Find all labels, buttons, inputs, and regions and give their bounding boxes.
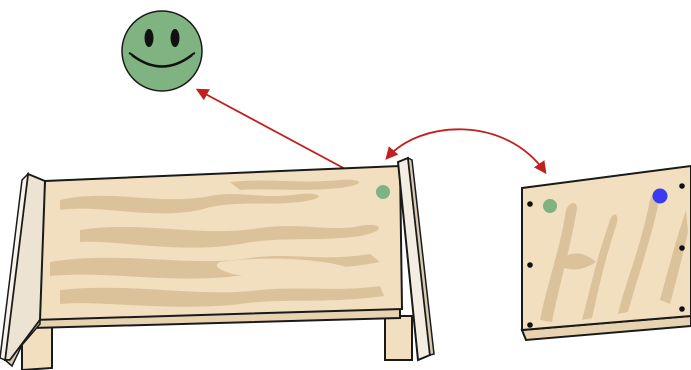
side-panel: [520, 164, 691, 342]
side-panel-marker-green: [543, 199, 557, 213]
side-panel-grain: [540, 191, 688, 322]
hole-icon: [527, 201, 533, 207]
smiley-face-icon: [121, 10, 203, 92]
right-leg: [384, 315, 413, 361]
bench-assembly: [0, 156, 435, 370]
hole-icon: [679, 245, 685, 251]
curved-arrow: [385, 128, 547, 175]
hole-icon: [527, 322, 533, 328]
hole-icon: [679, 306, 685, 312]
hole-icon: [679, 183, 685, 189]
panel-marker: [376, 185, 390, 199]
wood-grain: [50, 179, 384, 307]
side-panel-marker-blue: [652, 188, 668, 204]
hole-icon: [527, 262, 533, 268]
